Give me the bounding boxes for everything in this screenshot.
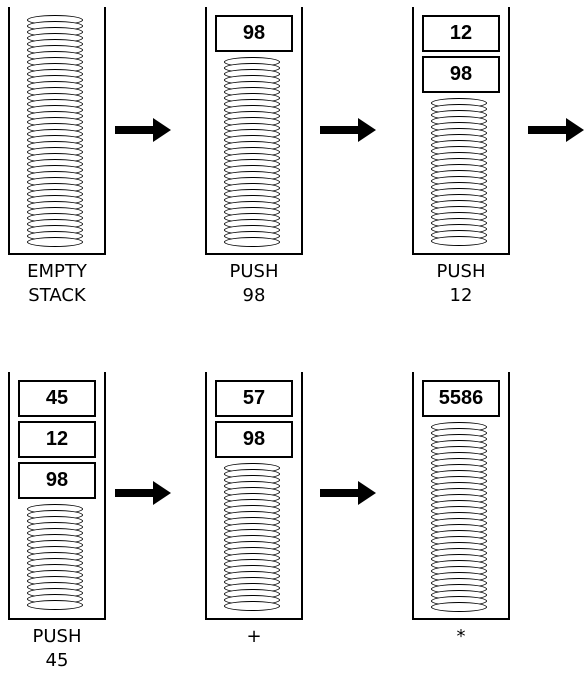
stack-item: 5586 bbox=[422, 380, 500, 417]
stage-label-line: PUSH bbox=[229, 261, 279, 282]
stage-label-line: EMPTY bbox=[27, 261, 87, 282]
spring bbox=[224, 57, 280, 247]
spring bbox=[431, 422, 487, 612]
stack-container: 98 bbox=[205, 7, 303, 255]
right-arrow-icon bbox=[320, 481, 376, 505]
stage-label: EMPTY STACK bbox=[0, 260, 127, 308]
stage-label: + bbox=[184, 625, 324, 649]
stage-label-line: STACK bbox=[28, 285, 86, 306]
stage-label: PUSH 12 bbox=[391, 260, 531, 308]
stage-label-line: 45 bbox=[45, 650, 69, 671]
stack-item: 98 bbox=[215, 421, 293, 458]
right-arrow-icon bbox=[320, 118, 376, 142]
spring-coil bbox=[27, 600, 83, 610]
stage-label-line: + bbox=[246, 626, 262, 647]
right-arrow-icon bbox=[115, 481, 171, 505]
stack-item: 57 bbox=[215, 380, 293, 417]
stage-label-line: * bbox=[456, 626, 466, 647]
right-arrow-icon bbox=[115, 118, 171, 142]
stage-label-line: 12 bbox=[449, 285, 473, 306]
spring-coil bbox=[27, 237, 83, 247]
stack-item: 98 bbox=[18, 462, 96, 499]
spring bbox=[224, 463, 280, 612]
stage-label-line: PUSH bbox=[32, 626, 82, 647]
right-arrow-icon bbox=[528, 118, 584, 142]
stack-container: 5586 bbox=[412, 372, 510, 620]
stack-container: 45 12 98 bbox=[8, 372, 106, 620]
spring-coil bbox=[224, 601, 280, 611]
spring bbox=[27, 15, 83, 247]
stack-item: 12 bbox=[18, 421, 96, 458]
stack-item: 98 bbox=[422, 56, 500, 93]
spring-coil bbox=[431, 602, 487, 612]
stack-item: 45 bbox=[18, 380, 96, 417]
stage-label-line: 98 bbox=[242, 285, 266, 306]
spring-coil bbox=[431, 236, 487, 246]
spring bbox=[431, 98, 487, 247]
stage-label: PUSH 98 bbox=[184, 260, 324, 308]
stack-container bbox=[8, 7, 106, 255]
spring bbox=[27, 504, 83, 612]
stack-item: 12 bbox=[422, 15, 500, 52]
stage-label-line: PUSH bbox=[436, 261, 486, 282]
stage-label: PUSH 45 bbox=[0, 625, 127, 673]
stack-item: 98 bbox=[215, 15, 293, 52]
stage-label: * bbox=[391, 625, 531, 649]
spring-coil bbox=[224, 237, 280, 247]
